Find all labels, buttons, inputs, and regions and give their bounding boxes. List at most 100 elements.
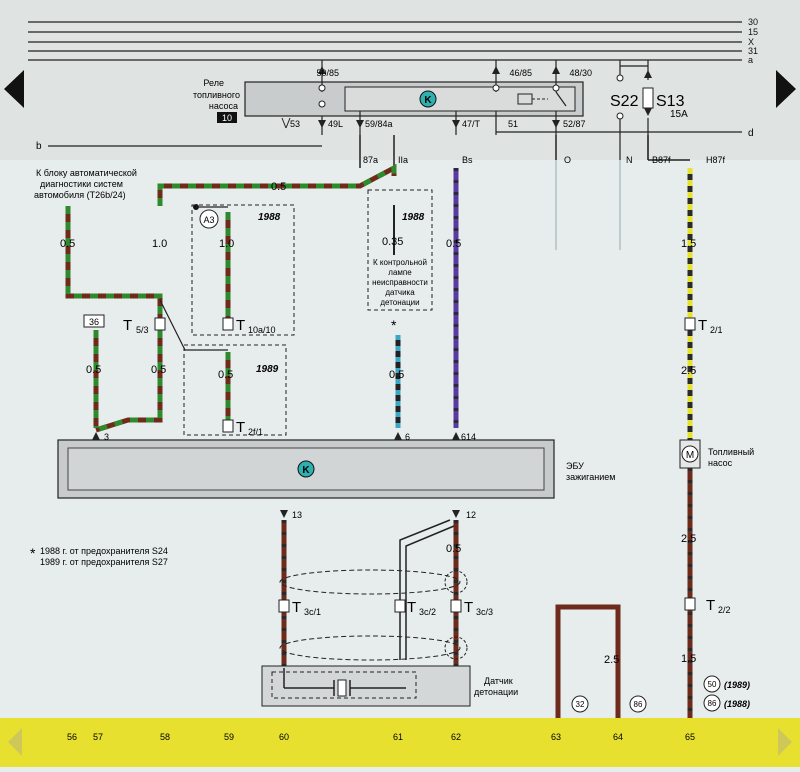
terminal-51: 51 [508,119,518,129]
fuse-s13-label: S13 [656,93,685,110]
terminal-b87f: B87f [652,155,671,165]
box-36-label: 36 [89,317,99,327]
circle-50 [703,675,721,693]
terminal-47-t: 47/T [462,119,481,129]
svg-text:5/3: 5/3 [136,325,149,335]
connector-t2f-1: T 2f/1 [222,419,263,437]
relay-number-box [217,112,237,123]
nav-arrow-right-icon[interactable] [776,70,796,108]
diag-label-line1: К блоку автоматической [36,168,137,178]
connector-t3c-2: T 3c/2 [394,599,436,617]
ecu-pin-12: 12 [466,510,476,520]
ecu-label-1: ЭБУ [566,461,584,471]
wire-size-left1: 0.5 [86,364,101,376]
motor-letter: M [686,450,694,461]
knock-sensor-box [261,665,471,707]
line-letter-b: b [36,141,42,152]
svg-text:T: T [236,419,245,436]
wire-size-1-5-b: 1.5 [681,653,696,665]
svg-text:2/1: 2/1 [710,325,723,335]
wire-size-left2: 0.5 [151,364,166,376]
wire-size-diag: 0.5 [60,238,75,250]
circle-86-label: 86 [634,700,643,709]
bus-label-a: a [748,55,753,65]
terminal-bs: Bs [462,155,473,165]
column-58: 58 [160,732,170,742]
terminal-n: N [626,155,633,165]
box-1988-a3 [191,204,295,336]
wire-size-center: 0.5 [218,369,233,381]
svg-text:2f/1: 2f/1 [248,427,263,437]
ecu-k-symbol [297,460,315,478]
fuse-s22-label: S22 [610,93,639,110]
terminal-49l: 49L [328,119,343,129]
bottom-bar [0,718,800,767]
shield-ellipse-top [279,569,461,595]
relay-label-3: насоса [209,101,238,111]
year-1988-a: 1988 [258,212,281,223]
relay-k-letter: K [424,95,432,106]
year-1989: 1989 [256,364,279,375]
relay-switch [555,91,567,107]
wire-size-1-0-b: 1.0 [219,238,234,250]
svg-text:T: T [698,317,707,334]
brown-green-wires [65,163,397,433]
column-57: 57 [93,732,103,742]
wire-size-2-5-a: 2.5 [681,365,696,377]
ecu-pin-614: 614 [461,432,476,442]
bus-lines [28,21,742,61]
pump-label-1: Топливный [708,447,754,457]
footnote-star: * [30,545,36,561]
terminal-48-30: 48/30 [569,68,592,78]
column-56: 56 [67,732,77,742]
nav-arrow-left-icon[interactable] [4,70,24,108]
svg-text:T: T [236,317,245,334]
nav-arrow-bottom-right-icon[interactable] [778,728,792,756]
relay-number: 10 [222,113,232,123]
sensor-label-1: Датчик [484,676,513,686]
column-65: 65 [685,732,695,742]
footnote-line2: 1989 г. от предохранителя S27 [40,557,168,567]
lamp-label-1: К контрольной [373,258,427,267]
bus-label-15: 15 [748,27,758,37]
diag-label-line3: автомобиля (T26b/24) [34,190,126,200]
svg-text:T: T [706,597,715,614]
ecu-pin-6: 6 [405,432,410,442]
wire-size-bs: 0.5 [446,238,461,250]
column-61: 61 [393,732,403,742]
circle-50-label: 50 [708,680,717,689]
svg-text:2/2: 2/2 [718,605,731,615]
sensor-label-2: детонации [474,687,518,697]
wire-size-2-5-c: 2.5 [604,654,619,666]
a3-circle [199,209,219,229]
wire-size-1-5: 1.5 [681,238,696,250]
wire-size-2-5-b: 2.5 [681,533,696,545]
terminal-o: O [564,155,571,165]
wire-size-1-0-a: 1.0 [152,238,167,250]
lamp-label-4: датчика [385,288,415,297]
circle-86 [629,695,647,713]
terminal-iia: IIa [398,155,408,165]
bus-label-x: X [748,37,754,47]
connector-t2-1: T 2/1 [684,317,723,335]
terminal-53: 53 [290,119,300,129]
relay-k-symbol [419,90,437,108]
fuse-rating: 15A [670,109,688,120]
connector-t5-3: T 5/3 [123,317,166,335]
wire-size-cyan: 0.5 [389,369,404,381]
ecu-k-letter: K [302,465,310,476]
terminal-87a: 87a [363,155,378,165]
svg-text:T: T [123,317,132,334]
top-band [0,0,800,160]
wire-size-top: 0.5 [271,181,286,193]
a3-label: A3 [203,215,214,225]
relay-label-2: топливного [193,90,240,100]
wire-size-0-35: 0.35 [382,236,403,248]
terminal-46-85: 46/85 [509,68,532,78]
lamp-label-2: лампе [388,268,412,277]
nav-arrow-bottom-left-icon[interactable] [8,728,22,756]
ecu-pin-13: 13 [292,510,302,520]
loop-wire [555,604,621,718]
